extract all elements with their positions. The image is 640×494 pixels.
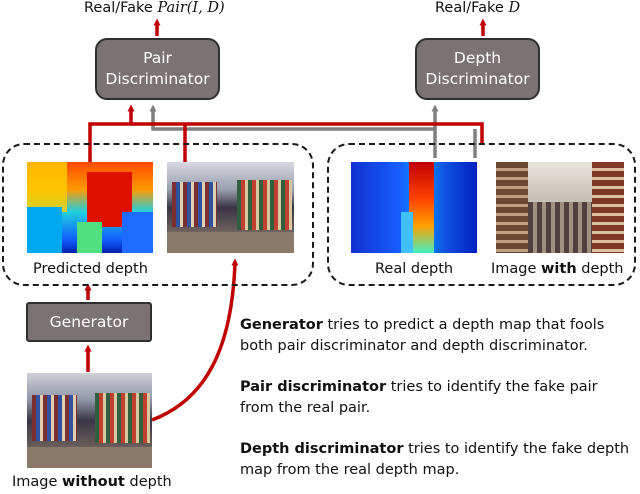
predicted-pair-rgb-image	[167, 162, 294, 253]
image-with-depth-bold: with	[541, 261, 577, 277]
depth-discriminator-description-text: tries to identify the fake depth map fro…	[240, 441, 630, 478]
pair-output-prefix: Real/Fake	[84, 0, 153, 16]
depth-output-prefix: Real/Fake	[435, 0, 504, 16]
generator-description-bold: Generator	[240, 317, 323, 333]
predicted-depth-image	[27, 162, 153, 253]
image-with-depth-suffix: depth	[576, 261, 624, 277]
generator-description: Generator tries to predict a depth map t…	[240, 315, 635, 357]
pair-output-math: Pair(I, D)	[157, 0, 225, 16]
depth-discriminator-box: Depth Discriminator	[415, 38, 540, 100]
image-without-depth-prefix: Image	[12, 474, 63, 490]
predicted-pair-group	[2, 143, 314, 286]
image-with-depth-prefix: Image	[491, 261, 542, 277]
image-without-depth-suffix: depth	[124, 474, 172, 490]
pair-discriminator-description: Pair discriminator tries to identify the…	[240, 377, 635, 419]
real-pair-rgb-image	[496, 162, 624, 253]
predicted-depth-to-depth-arrow	[131, 122, 484, 143]
real-depth-caption: Real depth	[375, 261, 454, 277]
real-pair-group	[327, 143, 636, 286]
image-without-depth-caption: Image without depth	[12, 474, 172, 490]
pair-output-label: Real/Fake Pair(I, D)	[84, 0, 225, 16]
real-depth-image	[351, 162, 477, 253]
image-without-depth-bold: without	[62, 474, 125, 490]
pair-discriminator-description-bold: Pair discriminator	[240, 379, 387, 395]
generator-box: Generator	[26, 302, 152, 342]
predicted-depth-caption: Predicted depth	[33, 261, 148, 277]
input-image-without-depth	[27, 373, 152, 468]
depth-output-math: D	[508, 0, 521, 16]
pair-discriminator-description-text: tries to identify the fake pair from the…	[240, 379, 598, 416]
depth-discriminator-description: Depth discriminator tries to identify th…	[240, 439, 635, 481]
pair-discriminator-box: Pair Discriminator	[95, 38, 220, 100]
depth-output-label: Real/Fake D	[435, 0, 520, 16]
image-with-depth-caption: Image with depth	[491, 261, 623, 277]
input-to-pair-image-arrow	[151, 258, 239, 422]
depth-discriminator-description-bold: Depth discriminator	[240, 441, 404, 457]
generator-description-text: tries to predict a depth map that fools …	[240, 317, 605, 354]
